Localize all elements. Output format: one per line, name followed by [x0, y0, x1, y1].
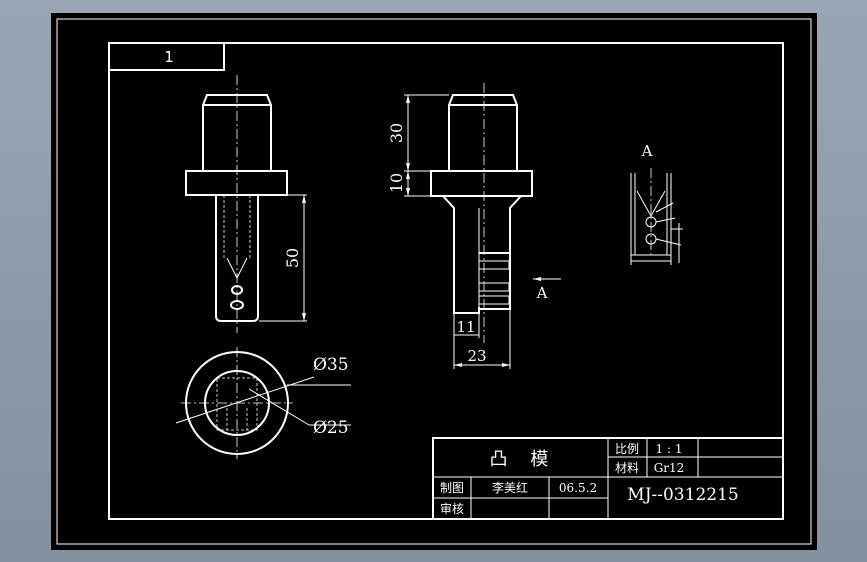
side-tip-left: [442, 195, 480, 314]
sheet-outer-border: [56, 18, 812, 545]
front-dim-length: 50: [283, 248, 302, 268]
dia-inner-leader: [248, 388, 310, 426]
detail-v-groove: [636, 190, 666, 218]
side-flange: [430, 170, 533, 197]
side-head-chamfer: [448, 94, 518, 106]
front-flange: [185, 170, 288, 196]
side-dim-top: 30: [387, 123, 406, 143]
side-dim-width: 23: [467, 347, 486, 365]
drawn-by: 李美红: [492, 480, 528, 495]
drawing-canvas: 1 50: [56, 18, 812, 545]
section-mark: A: [536, 284, 548, 302]
sheet-number-box: [108, 42, 225, 71]
bottom-dia-outer: Ø35: [313, 355, 349, 375]
front-pilot-hole-lower: [230, 300, 244, 310]
side-dim-tip: 11: [456, 318, 475, 336]
side-tip-right: [509, 195, 522, 253]
material-label: 材料: [615, 461, 639, 475]
cad-viewport[interactable]: 1 50: [51, 13, 817, 550]
side-upper-shank: [448, 104, 518, 172]
side-view: 30 10 11 23 A: [387, 83, 561, 369]
front-pilot-hole-upper: [231, 285, 243, 295]
bottom-dia-inner: Ø25: [313, 418, 349, 438]
scale-value: 1 : 1: [656, 442, 683, 456]
bottom-view: Ø35 Ø25: [175, 347, 351, 459]
scale-label: 比例: [615, 442, 639, 456]
title-block: 凸 模 比例 1 : 1 材料 Gr12 制图 李美红 06.5.2 审核 MJ…: [432, 437, 784, 520]
front-view: 50: [185, 75, 307, 333]
side-dim-flange: 10: [387, 173, 406, 193]
drawing-number: MJ--0312215: [627, 485, 738, 505]
drawn-label: 制图: [440, 481, 464, 495]
sheet-number: 1: [164, 48, 174, 66]
front-head-chamfer: [202, 94, 272, 106]
front-v-groove: [226, 257, 248, 280]
detail-title: A: [641, 142, 653, 160]
drawn-date: 06.5.2: [559, 481, 597, 495]
part-name: 凸 模: [490, 449, 549, 470]
detail-view-a: A: [630, 142, 683, 265]
material-value: Gr12: [654, 461, 685, 475]
front-punch-tip: [215, 195, 259, 322]
checked-label: 审核: [440, 501, 464, 516]
side-blade: [479, 252, 511, 310]
